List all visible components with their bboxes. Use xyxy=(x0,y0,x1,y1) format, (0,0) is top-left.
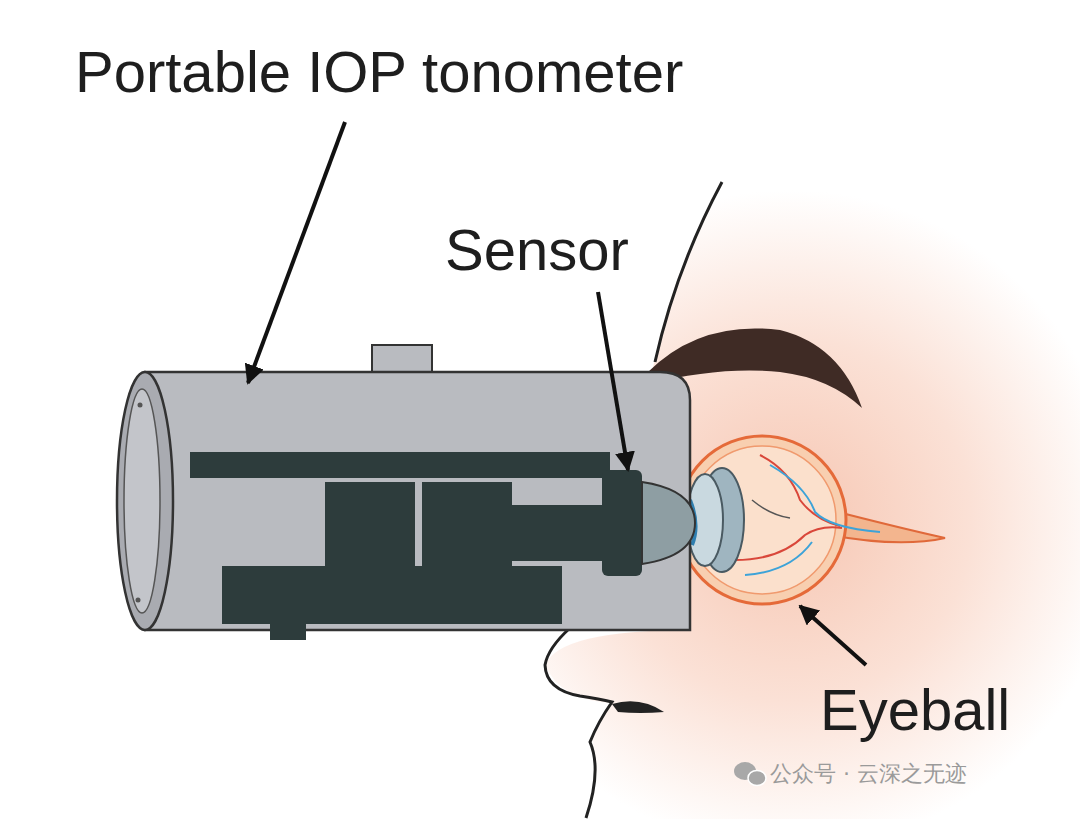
part-label: Sensor xyxy=(445,218,629,282)
nostril xyxy=(612,701,664,713)
leader-arrow xyxy=(248,122,345,383)
wechat-icon xyxy=(734,762,766,786)
eyeball-drawing xyxy=(678,436,945,604)
tonometer-body xyxy=(117,345,695,640)
leader-arrow xyxy=(800,606,866,665)
leader-arrow xyxy=(598,292,628,470)
watermark: 公众号 · 云深之无迹 xyxy=(770,762,967,786)
nose-profile xyxy=(545,628,612,818)
part-label: Eyeball xyxy=(820,678,1010,742)
part-label: Portable IOP tonometer xyxy=(75,40,683,104)
